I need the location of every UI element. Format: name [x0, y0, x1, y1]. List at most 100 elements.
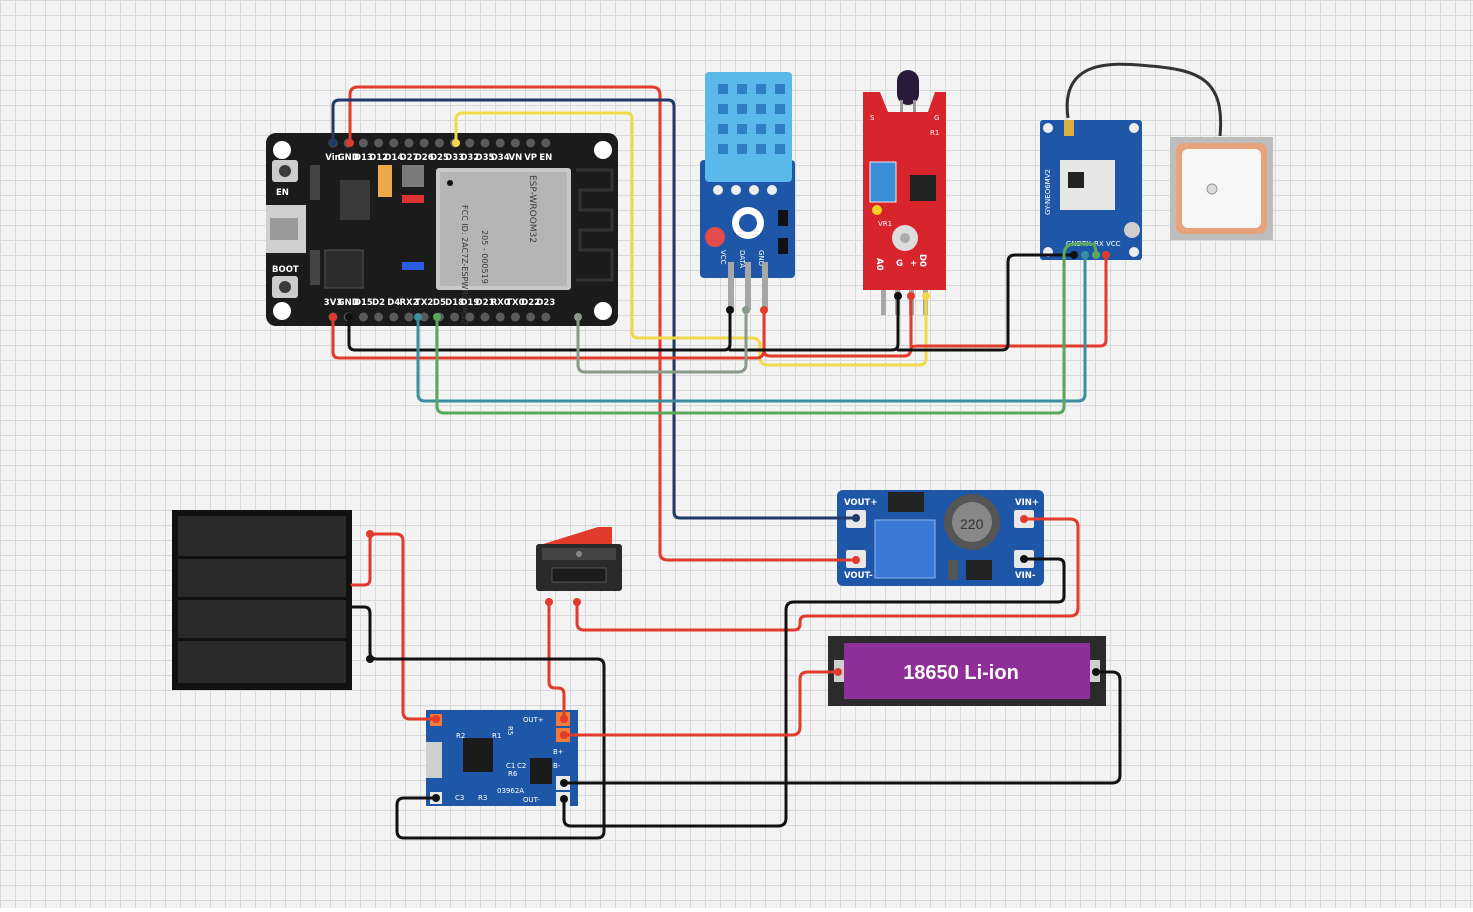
esp32-top-pin-label: D14: [384, 153, 403, 163]
boot-label: BOOT: [272, 265, 299, 275]
wire-battery-minus[interactable]: [562, 670, 1122, 785]
charger-r3: R3: [478, 794, 487, 802]
wire-vin-plus[interactable]: [575, 517, 1080, 632]
esp32-bottom-pin-label: TX0: [506, 298, 524, 308]
wire-gps-tx[interactable]: [416, 253, 1087, 403]
esp32-bottom-pin-label: RX0: [491, 298, 510, 308]
gps-pin-vcc: VCC: [1106, 240, 1121, 248]
esp32-top-pin-label: D34: [491, 153, 510, 163]
esp32-bottom-pin-label: D5: [433, 298, 446, 308]
wire-esp-vin[interactable]: [348, 85, 858, 562]
charger-r5: R5: [506, 726, 514, 735]
wire-dht-data[interactable]: [576, 308, 748, 374]
charger-out-minus: OUT-: [523, 796, 540, 804]
esp32-top-pin-label: D26: [415, 153, 434, 163]
esp32-bottom-pin-d19[interactable]: [465, 312, 475, 322]
esp32-top-pin-label: Vin: [325, 153, 340, 163]
flame-sensor[interactable]: S G R1 VR1 A0 G + D0: [863, 70, 946, 315]
esp32-bottom-pin-rx0[interactable]: [495, 312, 505, 322]
flame-pin-plus: +: [910, 259, 917, 269]
battery-label: 18650 Li-ion: [903, 662, 1019, 684]
wire-terminals: [329, 139, 1110, 803]
esp32-top-pin-d34[interactable]: [495, 138, 505, 148]
wire-switch-out[interactable]: [547, 598, 566, 721]
esp32-bottom-pin-tx2[interactable]: [419, 312, 429, 322]
esp32-bottom-pin-d23[interactable]: [541, 312, 551, 322]
esp32-bottom-pin-label: D21: [476, 298, 495, 308]
esp32-bottom-pin-label: D15: [354, 298, 373, 308]
esp32-top-pin-label: D33: [445, 153, 464, 163]
esp32-top-pin-vn[interactable]: [510, 138, 520, 148]
wire-solar-minus[interactable]: [350, 605, 606, 840]
esp32-top-pin-d32[interactable]: [465, 138, 475, 148]
ir-led-icon: [897, 70, 919, 105]
esp32-board[interactable]: EN BOOT ESP-WROOM32 FCC ID: 2AC7Z-ESPWRO…: [266, 133, 618, 326]
flame-label-s: S: [870, 114, 875, 122]
esp32-top-pin-d13[interactable]: [358, 138, 368, 148]
wire-vin-minus[interactable]: [562, 557, 1066, 828]
esp32-top-pin-label: D27: [400, 153, 419, 163]
gps-title: GY-NEO6MV2: [1044, 169, 1052, 215]
charger-b-plus: B+: [553, 748, 564, 756]
esp32-top-pin-d26[interactable]: [419, 138, 429, 148]
esp32-top-pin-en[interactable]: [541, 138, 551, 148]
esp32-bottom-pin-d4[interactable]: [389, 312, 399, 322]
led-icon: [705, 227, 725, 247]
wire-gnd-bottom[interactable]: [347, 253, 1076, 352]
wire-battery-plus[interactable]: [562, 670, 840, 737]
dht-pin-data: DATA: [738, 250, 746, 268]
flame-pin-d0: D0: [917, 254, 927, 267]
wire-solar-plus[interactable]: [350, 532, 438, 721]
esp32-bottom-pin-label: D23: [536, 298, 555, 308]
esp32-bottom-pin-d22[interactable]: [526, 312, 536, 322]
charger-c2: C2: [517, 762, 526, 770]
esp32-top-pin-vp[interactable]: [526, 138, 536, 148]
esp32-top-pin-label: D13: [354, 153, 373, 163]
charger-out-plus: OUT+: [523, 716, 544, 724]
solar-panel[interactable]: [172, 510, 352, 690]
esp32-bottom-pin-d2[interactable]: [374, 312, 384, 322]
esp32-bottom-pin-rx2[interactable]: [404, 312, 414, 322]
rocker-switch[interactable]: [536, 527, 622, 591]
esp32-top-pin-label: D25: [430, 153, 449, 163]
esp32-top-pin-d35[interactable]: [480, 138, 490, 148]
dht-pin-gnd: GND: [757, 250, 765, 266]
dht22-sensor[interactable]: VCC DATA GND: [700, 72, 795, 310]
esp32-top-pin-d25[interactable]: [434, 138, 444, 148]
esp32-top-pin-d27[interactable]: [404, 138, 414, 148]
esp32-bottom-pin-label: 3V3: [324, 298, 342, 308]
wire-esp-gnd-top[interactable]: [331, 98, 858, 520]
esp32-top-pin-label: D32: [460, 153, 479, 163]
esp32-bottom-pin-d15[interactable]: [358, 312, 368, 322]
flame-label-vr1: VR1: [878, 220, 892, 228]
charger-r2: R2: [456, 732, 465, 740]
charger-r6: R6: [508, 770, 518, 778]
flame-label-r1: R1: [930, 129, 939, 137]
esp32-bottom-pin-label: TX2: [415, 298, 433, 308]
charger-module[interactable]: OUT+ OUT- B+ B- R2 R1 R5 C1 C2 R6 C3 R3 …: [426, 710, 578, 806]
esp32-top-pin-label: D12: [369, 153, 388, 163]
wire-gps-rx[interactable]: [435, 242, 1098, 415]
esp32-top-pin-label: VN: [509, 153, 523, 163]
esp32-top-pin-d14[interactable]: [389, 138, 399, 148]
esp32-bottom-pin-label: D18: [445, 298, 464, 308]
dht-pin-vcc: VCC: [719, 250, 727, 265]
esp32-bottom-pin-label: D2: [372, 298, 385, 308]
wroom-fcc: FCC ID: 2AC7Z-ESPWROOM32: [460, 205, 469, 325]
esp32-top-pin-label: D35: [476, 153, 495, 163]
gps-module[interactable]: GY-NEO6MV2 GND TX RX VCC: [1040, 62, 1273, 260]
wire-flame-d0[interactable]: [454, 111, 928, 367]
esp32-bottom-pin-tx0[interactable]: [510, 312, 520, 322]
esp32-bottom-pin-label: RX2: [399, 298, 418, 308]
boost-converter[interactable]: VOUT+ VOUT- VIN+ VIN- 220: [837, 490, 1044, 586]
esp32-bottom-pin-d18[interactable]: [450, 312, 460, 322]
battery-18650[interactable]: 18650 Li-ion: [828, 636, 1106, 706]
flame-pin-g: G: [896, 259, 903, 269]
wroom-code: 205 - 000519: [480, 230, 489, 284]
boost-vin-minus: VIN-: [1015, 571, 1036, 581]
esp32-bottom-pin-d21[interactable]: [480, 312, 490, 322]
charger-chip-label: 03962A: [497, 787, 524, 795]
esp32-top-pin-d12[interactable]: [374, 138, 384, 148]
boost-vout-minus: VOUT-: [844, 571, 873, 581]
